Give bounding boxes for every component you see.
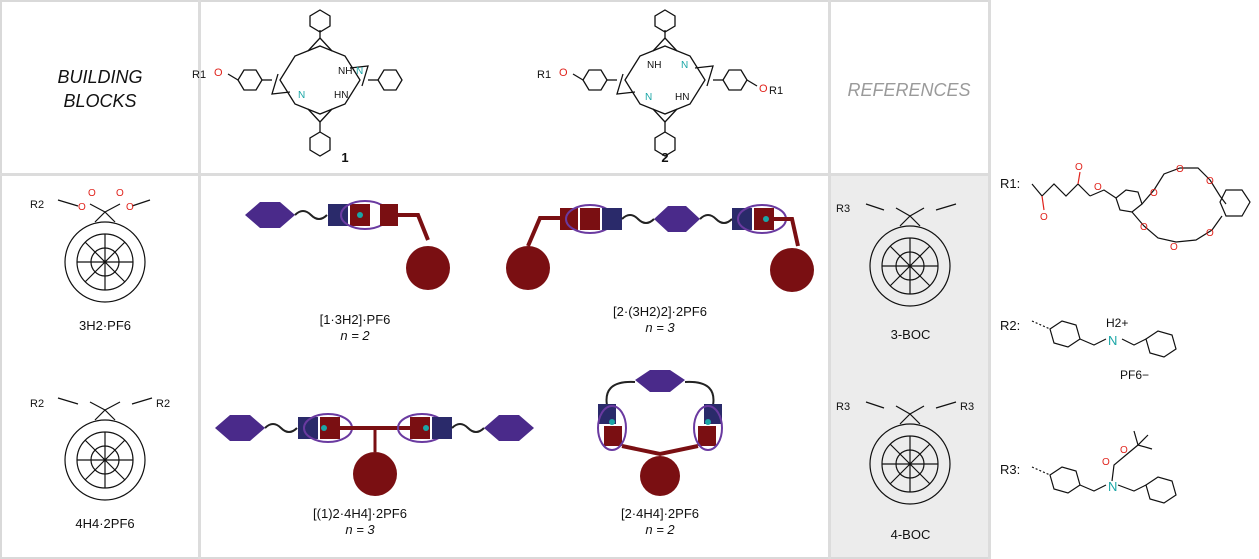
assembly-4-label: [2·4H4]·2PF6 n = 2 (585, 506, 735, 538)
column-divider (828, 0, 831, 559)
assembly-1-n: n = 2 (340, 328, 370, 343)
r1-substituent: R1 (192, 69, 206, 81)
atom-o: O (559, 67, 568, 79)
assembly-1-label: [1·3H2]·PF6 n = 2 (280, 312, 430, 344)
fullerene-4-structure: R2 R2 (30, 397, 170, 501)
r3-definition-label: R3: (1000, 462, 1021, 477)
references-column-bg (830, 175, 988, 557)
r2-substituent: R2 (30, 199, 44, 211)
assembly-1-formula: [1·3H2]·PF6 (319, 312, 391, 327)
assembly-3-label: [(1)2·4H4]·2PF6 n = 3 (280, 506, 440, 538)
porphyrin-1-structure: NH N HN N O R1 (192, 9, 403, 157)
reference-3-boc-label: 3-BOC (890, 327, 931, 342)
atom-n: N (645, 92, 652, 103)
reference-3-boc-structure: R3 (836, 203, 957, 307)
r3-substituent: R3 (960, 401, 974, 413)
atom-n: N (298, 90, 305, 101)
atom-o: O (214, 67, 223, 79)
column-divider (988, 0, 991, 559)
atom-o: O (1140, 222, 1148, 233)
assembly-4-n: n = 2 (645, 522, 675, 537)
atom-o: O (1176, 164, 1184, 175)
r1-definition-label: R1: (1000, 176, 1021, 191)
atom-n: N (1108, 479, 1117, 494)
atom-hn: HN (334, 90, 348, 101)
r2-substituent: R2 (156, 398, 170, 410)
assembly-2-n: n = 3 (645, 320, 675, 335)
r3-substituent: R3 (836, 401, 850, 413)
assembly-1-3-cartoon (245, 200, 450, 290)
atom-nh: NH (647, 60, 661, 71)
r3-substituent-structure: N O O (1031, 430, 1177, 504)
atom-o: O (1170, 242, 1178, 253)
r3-substituent: R3 (836, 203, 850, 215)
atom-o: O (1206, 228, 1214, 239)
row-divider (0, 173, 990, 176)
atom-o: O (1150, 188, 1158, 199)
r1-substituent: R1 (769, 85, 783, 97)
atom-o: O (126, 202, 134, 213)
assembly-4-formula: [2·4H4]·2PF6 (620, 506, 700, 521)
r2-substituent: R2 (30, 398, 44, 410)
atom-n: N (1108, 333, 1117, 348)
atom-o: O (759, 83, 768, 95)
atom-o: O (78, 202, 86, 213)
column-divider (198, 0, 201, 559)
fullerene-4-label: 4H4·2PF6 (75, 516, 135, 531)
assembly-3-n: n = 3 (345, 522, 375, 537)
assembly-2-4-cartoon (597, 370, 723, 496)
reference-4-boc-label: 4-BOC (890, 527, 931, 542)
fullerene-3-structure: O O O O R2 (30, 188, 151, 303)
r2-substituent-structure: N H2+ PF6− (1031, 316, 1177, 382)
fullerene-3-label: 3H2·PF6 (78, 318, 132, 333)
atom-o: O (1094, 182, 1102, 193)
atom-o: O (1102, 457, 1110, 468)
building-blocks-header: BUILDING BLOCKS (57, 67, 143, 111)
assembly-2-label: [2·(3H2)2]·2PF6 n = 3 (580, 304, 740, 336)
assembly-3-formula: [(1)2·4H4]·2PF6 (313, 506, 407, 521)
r1-substituent: R1 (537, 69, 551, 81)
r1-substituent-structure: O O O O O O O O O (1031, 162, 1251, 253)
atom-o: O (1120, 445, 1128, 456)
assembly-2-formula: [2·(3H2)2]·2PF6 (613, 304, 707, 319)
reference-4-boc-structure: R3 R3 (836, 401, 974, 505)
atom-o: O (116, 188, 124, 199)
r2-charge: H2+ (1106, 316, 1128, 330)
r2-counterion: PF6− (1120, 368, 1149, 382)
assembly-2-3-cartoon (506, 204, 814, 292)
references-header: REFERENCES (847, 80, 971, 100)
r2-definition-label: R2: (1000, 318, 1021, 333)
porphyrin-1-label: 1 (341, 150, 349, 165)
atom-o: O (1075, 162, 1083, 173)
porphyrin-2-label: 2 (661, 150, 669, 165)
atom-o: O (1206, 176, 1214, 187)
porphyrin-2-structure: NH N N HN O R1 O R1 (537, 9, 783, 157)
atom-nh: NH (338, 66, 352, 77)
atom-o: O (1040, 212, 1048, 223)
atom-hn: HN (675, 92, 689, 103)
atom-n: N (681, 60, 688, 71)
atom-n: N (356, 66, 363, 77)
assembly-1-4-cartoon (215, 413, 534, 496)
atom-o: O (88, 188, 96, 199)
